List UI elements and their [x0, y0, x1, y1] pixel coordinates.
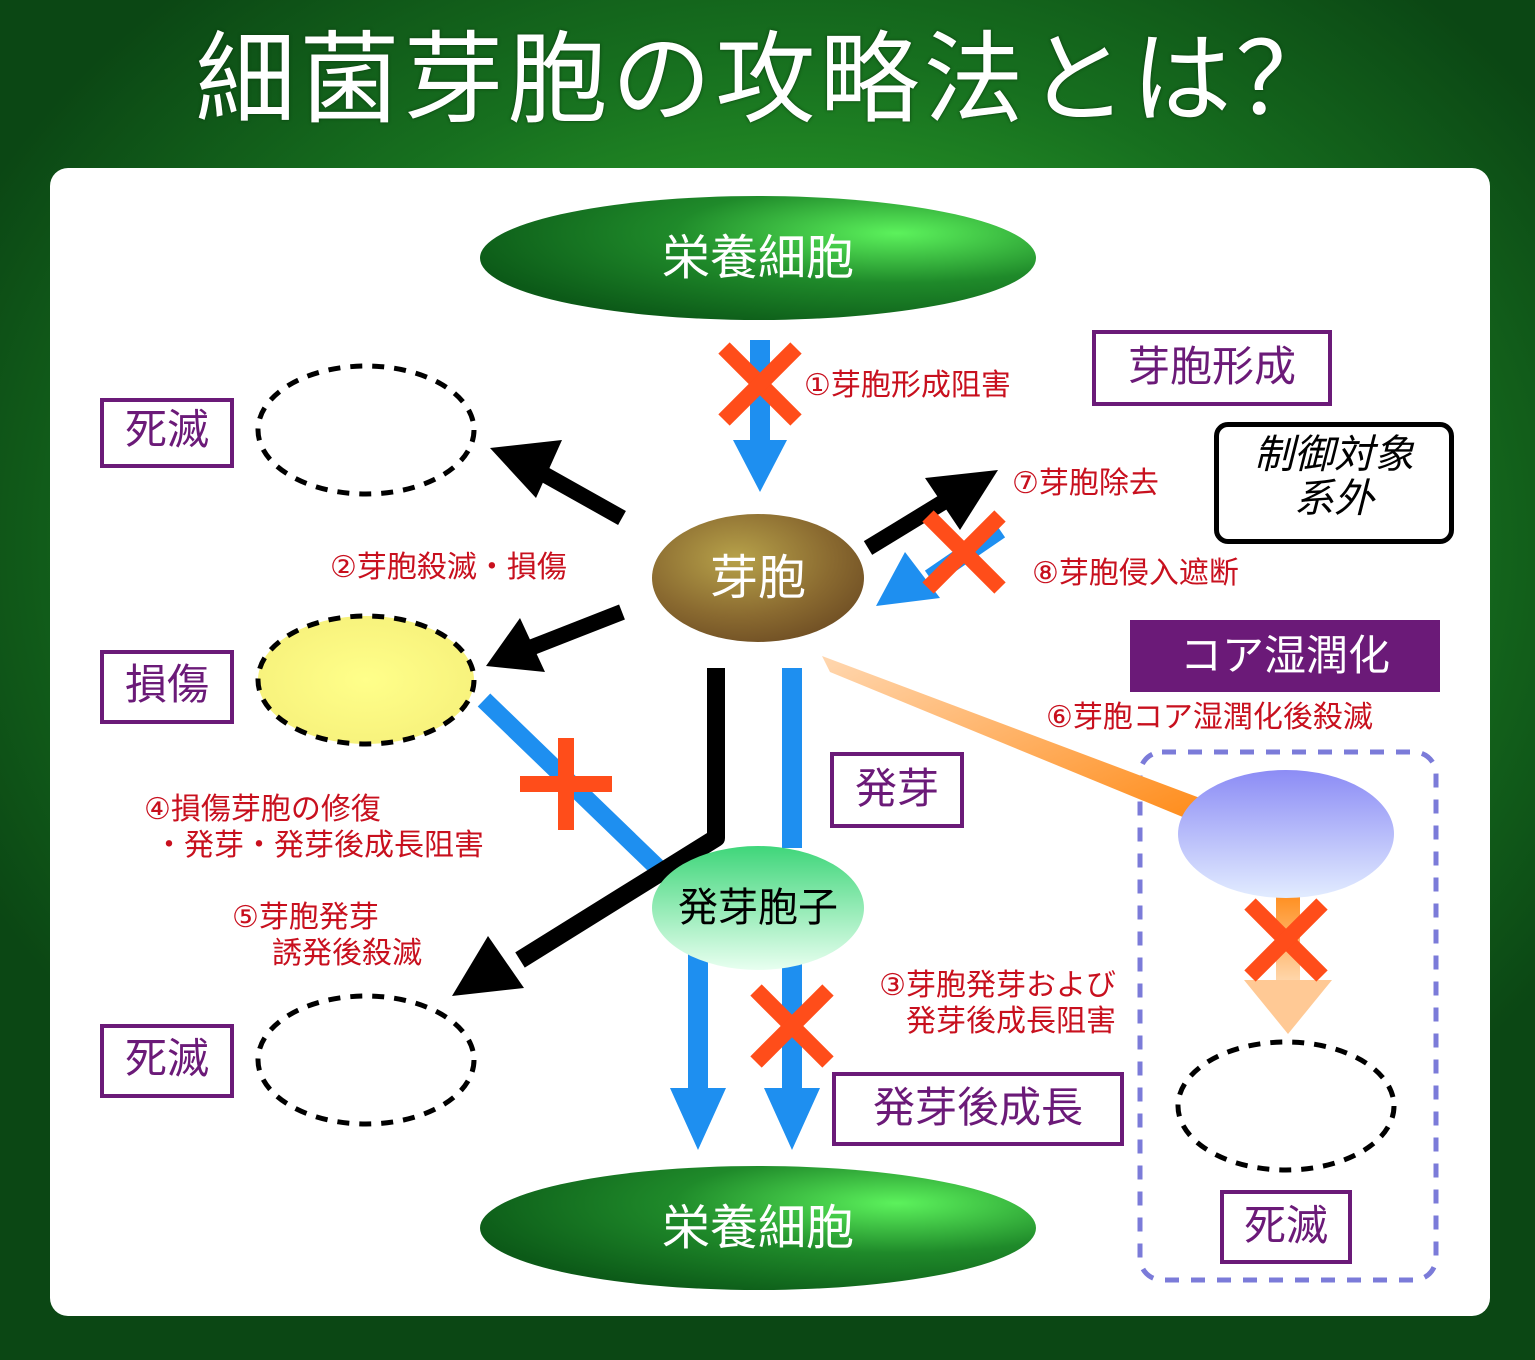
- method-4-label: ④損傷芽胞の修復 ・発芽・発芽後成長阻害: [144, 792, 484, 864]
- vegetative-cell-bottom: [480, 1166, 1036, 1290]
- outside-control-label: 制御対象 系外: [1214, 422, 1454, 544]
- growth-arrow-left: [670, 950, 726, 1150]
- damage-label: 損傷: [100, 650, 234, 724]
- vegetative-cell-bottom-label: 栄養細胞: [661, 1200, 854, 1256]
- post-germination-growth-label: 発芽後成長: [832, 1072, 1124, 1146]
- damaged-spore-node: [255, 613, 477, 747]
- cross-icon: [718, 342, 802, 426]
- method-4-line1: ④損傷芽胞の修復: [144, 792, 381, 827]
- dead-spore-top: [255, 363, 477, 497]
- method-4-line2: ・発芽・発芽後成長阻害: [154, 828, 484, 863]
- vegetative-cell-top-label: 栄養細胞: [661, 230, 854, 286]
- core-hydration-arrow: [822, 656, 1200, 820]
- damage-arrow: [486, 604, 625, 672]
- method-7-label: ⑦芽胞除去: [1012, 466, 1159, 501]
- method-3-label: ③芽胞発芽および 発芽後成長阻害: [850, 968, 1116, 1040]
- core-hydration-label: コア湿潤化: [1130, 620, 1440, 692]
- page-title: 細菌芽胞の攻略法とは？: [195, 21, 1340, 138]
- cross-icon: [1244, 898, 1328, 982]
- outside-control-line2: 系外: [1294, 476, 1374, 522]
- dead-spore-bottom: [255, 993, 477, 1127]
- method-3-line1: ③芽胞発芽および: [879, 968, 1116, 1003]
- cross-icon: [520, 738, 612, 830]
- spore-label: 芽胞: [709, 550, 806, 606]
- method-5-label: ⑤芽胞発芽 誘発後殺滅: [232, 900, 422, 972]
- method-5-line1: ⑤芽胞発芽: [232, 900, 379, 935]
- vegetative-cell-top: [480, 196, 1036, 320]
- germinated-spore-node: [652, 846, 864, 970]
- kill-arrow-top: [490, 440, 626, 525]
- death-label-bottom: 死滅: [100, 1024, 234, 1098]
- spore-node: [652, 514, 864, 642]
- method-5-line2: 誘発後殺滅: [272, 936, 422, 971]
- hydrated-spore-node: [1178, 770, 1394, 898]
- cross-icon: [922, 510, 1006, 594]
- removal-arrow: [863, 470, 998, 555]
- death-label-top: 死滅: [100, 398, 234, 468]
- spore-formation-label: 芽胞形成: [1092, 330, 1332, 406]
- core-hydration-group-frame: [1137, 749, 1439, 1283]
- method-6-label: ⑥芽胞コア湿潤化後殺滅: [1046, 700, 1373, 735]
- method-2-label: ②芽胞殺滅・損傷: [330, 550, 567, 585]
- method-8-label: ⑧芽胞侵入遮断: [1032, 556, 1239, 591]
- dead-spore-right: [1175, 1039, 1397, 1173]
- method-1-label: ①芽胞形成阻害: [804, 368, 1011, 403]
- outside-control-line1: 制御対象: [1254, 432, 1414, 478]
- method-3-line2: 発芽後成長阻害: [906, 1004, 1116, 1039]
- germination-arrow: [782, 668, 802, 848]
- germinated-spore-label: 発芽胞子: [678, 885, 838, 931]
- germination-induced-kill-arrow: [452, 668, 725, 996]
- death-label-right: 死滅: [1220, 1190, 1352, 1264]
- cross-icon: [750, 984, 834, 1068]
- germination-label: 発芽: [830, 752, 964, 828]
